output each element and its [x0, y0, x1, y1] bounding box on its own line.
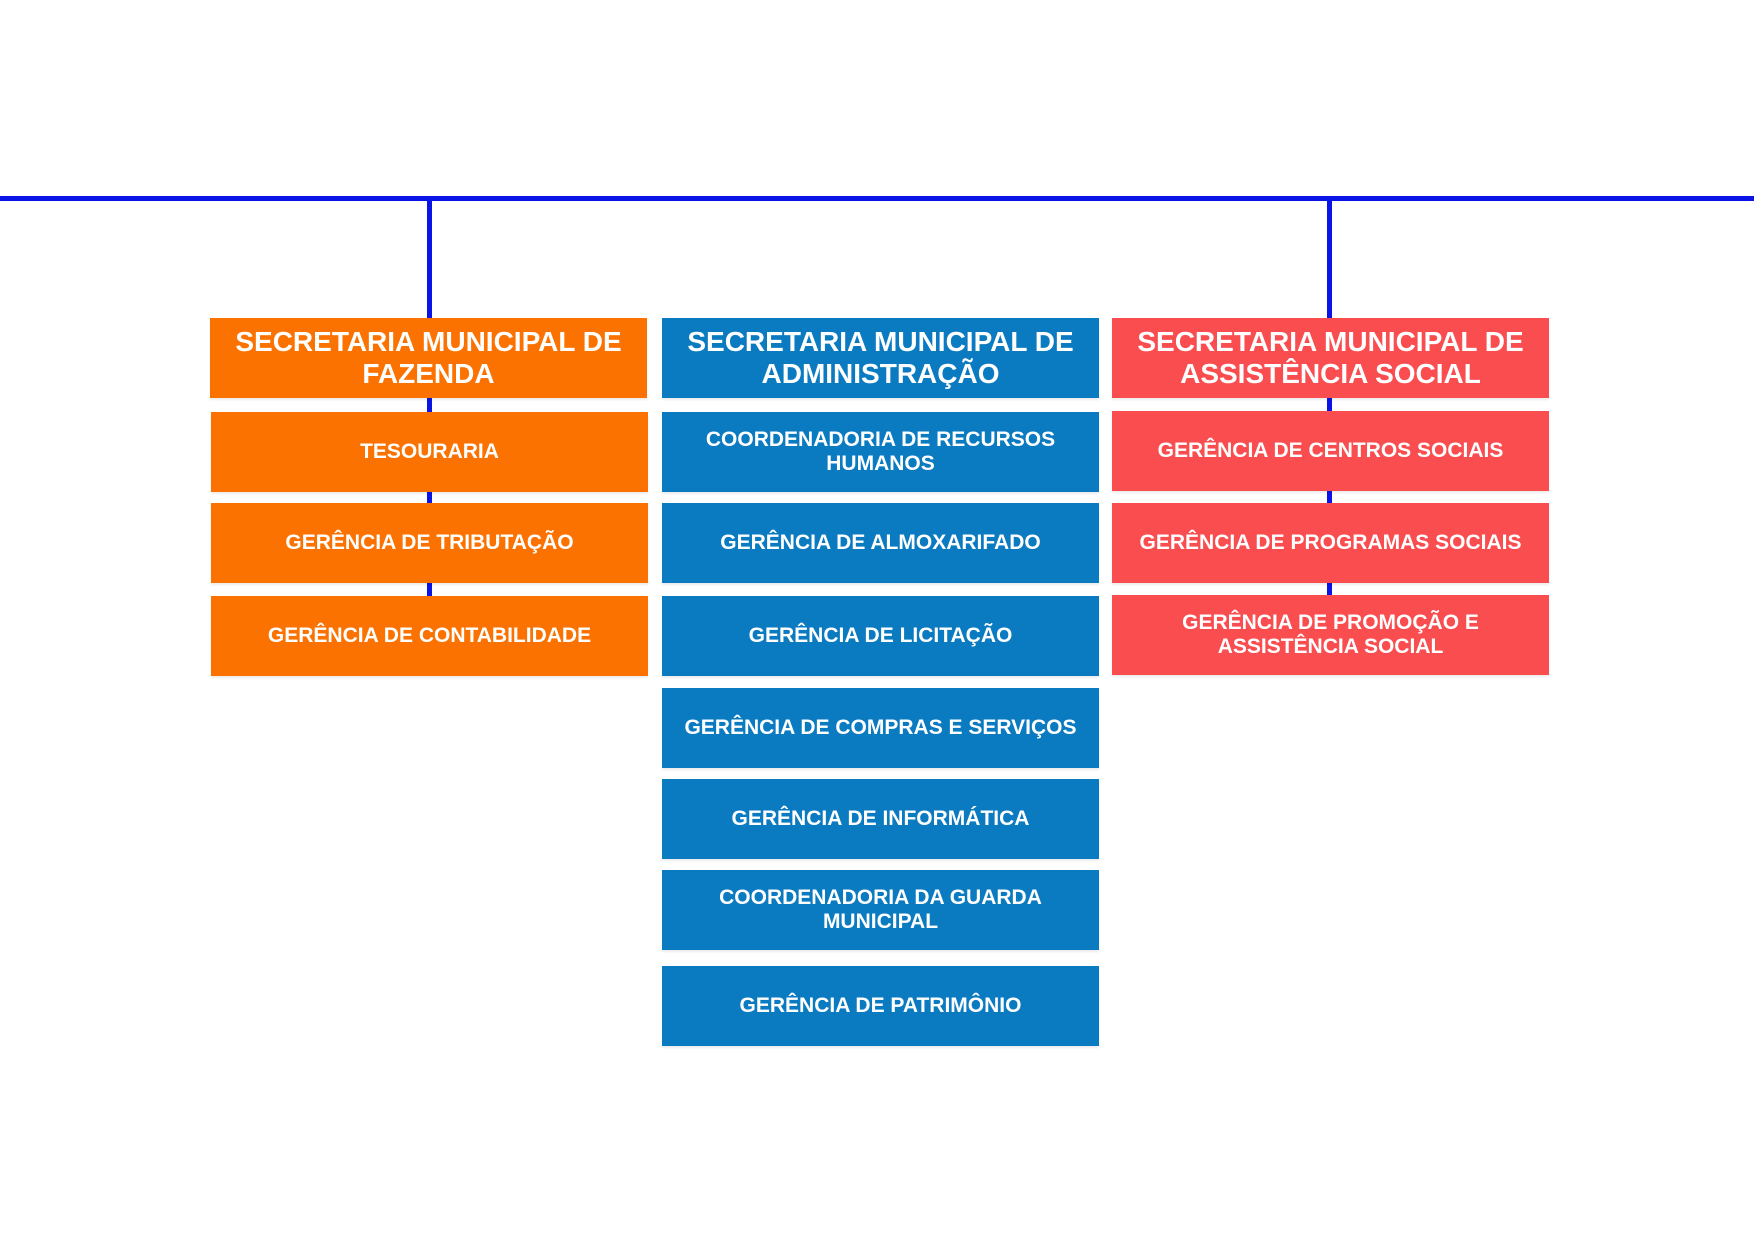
fazenda-header: SECRETARIA MUNICIPAL DE FAZENDA	[210, 318, 647, 398]
top-connector-line	[0, 196, 1754, 201]
administracao-item-guarda-municipal: COORDENADORIA DA GUARDA MUNICIPAL	[662, 870, 1099, 950]
fazenda-item-tesouraria: TESOURARIA	[211, 412, 648, 492]
administracao-item-compras-servicos: GERÊNCIA DE COMPRAS E SERVIÇOS	[662, 688, 1099, 768]
fazenda-item-tributacao: GERÊNCIA DE TRIBUTAÇÃO	[211, 503, 648, 583]
assistencia-header: SECRETARIA MUNICIPAL DE ASSISTÊNCIA SOCI…	[1112, 318, 1549, 398]
administracao-item-almoxarifado: GERÊNCIA DE ALMOXARIFADO	[662, 503, 1099, 583]
administracao-item-informatica: GERÊNCIA DE INFORMÁTICA	[662, 779, 1099, 859]
assistencia-item-promocao-assistencia: GERÊNCIA DE PROMOÇÃO E ASSISTÊNCIA SOCIA…	[1112, 595, 1549, 675]
fazenda-item-contabilidade: GERÊNCIA DE CONTABILIDADE	[211, 596, 648, 676]
assistencia-item-centros-sociais: GERÊNCIA DE CENTROS SOCIAIS	[1112, 411, 1549, 491]
assistencia-item-programas-sociais: GERÊNCIA DE PROGRAMAS SOCIAIS	[1112, 503, 1549, 583]
administracao-item-licitacao: GERÊNCIA DE LICITAÇÃO	[662, 596, 1099, 676]
administracao-item-patrimonio: GERÊNCIA DE PATRIMÔNIO	[662, 966, 1099, 1046]
administracao-item-recursos-humanos: COORDENADORIA DE RECURSOS HUMANOS	[662, 412, 1099, 492]
administracao-header: SECRETARIA MUNICIPAL DE ADMINISTRAÇÃO	[662, 318, 1099, 398]
